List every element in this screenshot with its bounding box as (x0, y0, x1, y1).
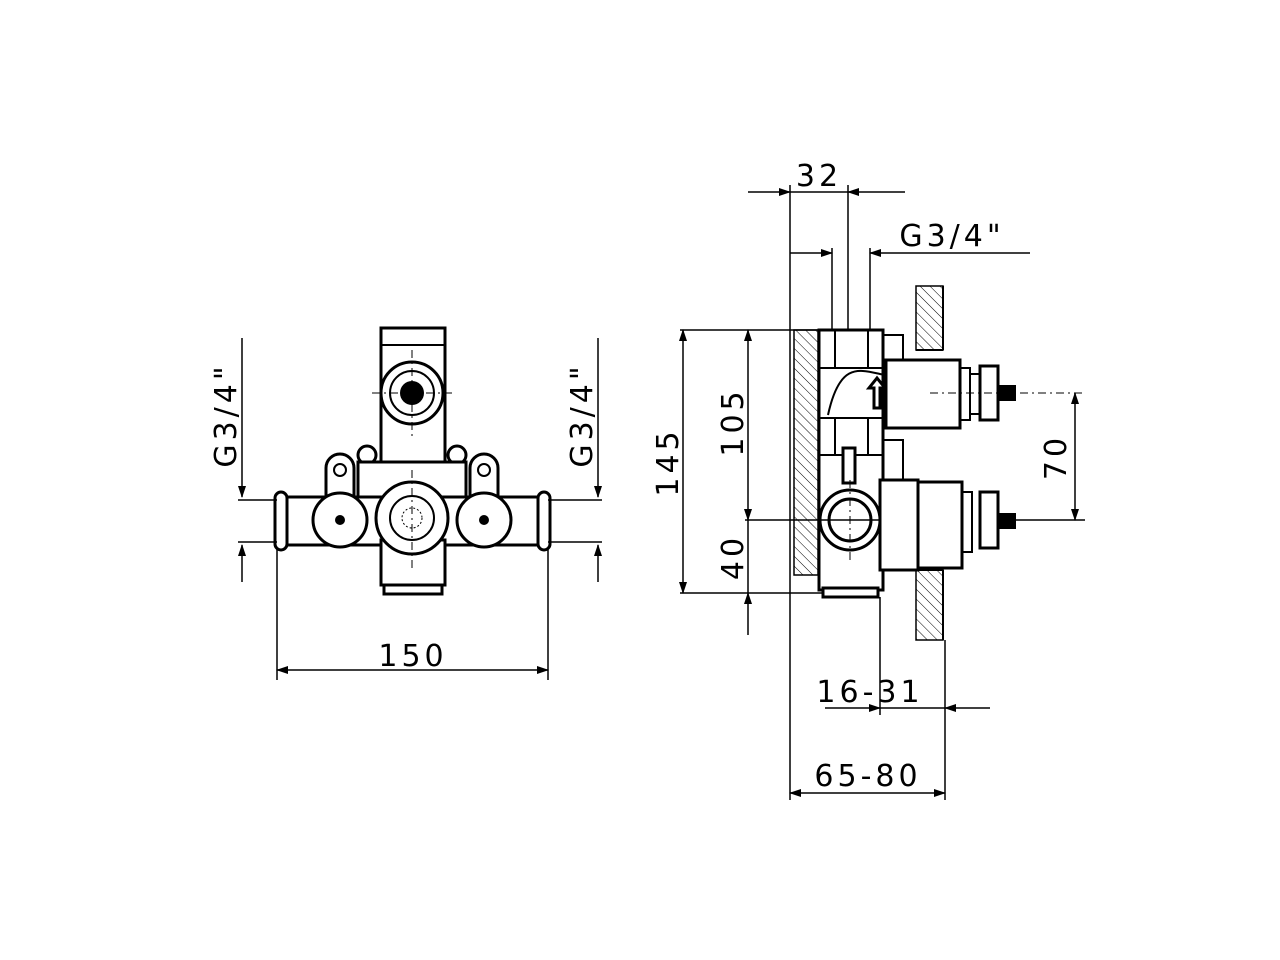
lower-spindle (998, 513, 1016, 529)
lower-cartridge (916, 480, 964, 570)
pipe-end-left (273, 490, 289, 552)
width-label: 150 (378, 639, 447, 674)
tile-lower (915, 569, 944, 641)
lower-offset-label: 40 (716, 534, 751, 580)
wall-adjust-label: 16-31 (816, 675, 923, 710)
side-view: 32 G3/4" 145 105 40 70 16-31 65-80 (651, 159, 1085, 800)
left-thread-label: G3/4" (209, 362, 244, 467)
spindle-spacing-label: 70 (1039, 434, 1074, 480)
right-thread-label: G3/4" (565, 362, 600, 467)
front-view: G3/4" G3/4" 150 (209, 326, 602, 680)
flow-curve (827, 369, 886, 416)
lower-spindle-nut (978, 490, 1000, 550)
side-thread-label: G3/4" (899, 219, 1004, 254)
flow-arrow-icon (865, 375, 889, 410)
tile-upper (915, 285, 944, 351)
side-bottom-foot (821, 586, 880, 599)
height-label: 145 (651, 427, 686, 496)
wall-section (793, 329, 819, 576)
pipe-end-right (536, 490, 552, 552)
total-depth-label: 65-80 (814, 759, 921, 794)
upper-cartridge (884, 358, 962, 430)
bottom-foot (382, 583, 444, 596)
depth-label: 32 (796, 159, 842, 194)
upper-offset-label: 105 (716, 387, 751, 456)
